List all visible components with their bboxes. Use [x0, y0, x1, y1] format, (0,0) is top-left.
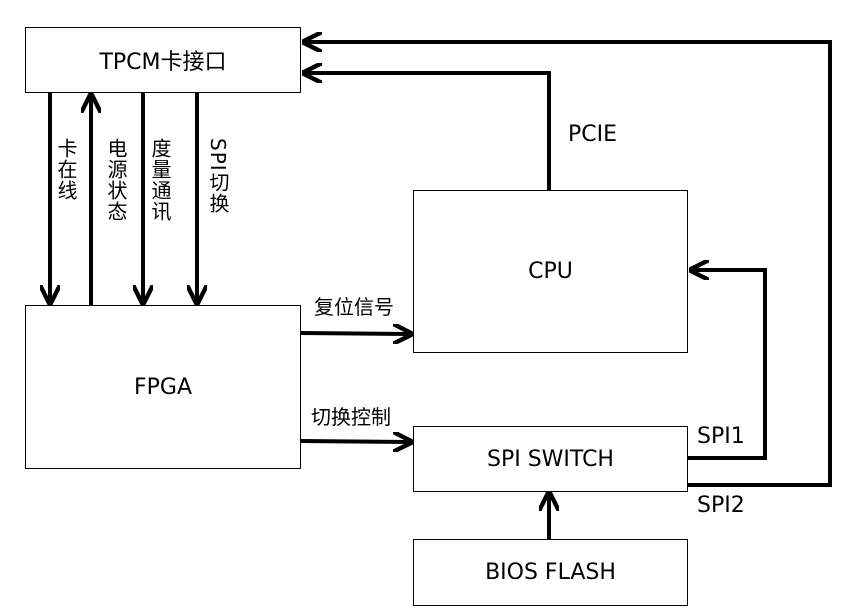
bios-flash-block: BIOS FLASH [413, 539, 688, 606]
tpcm-interface-block: TPCM卡接口 [25, 27, 301, 93]
spi-switching-label: SPI切换 [206, 138, 230, 214]
pcie-label: PCIE [568, 122, 618, 147]
cpu-block: CPU [413, 190, 688, 353]
spi1-arrow [687, 270, 767, 460]
measure-comm-label: 度量通讯 [148, 138, 172, 222]
switch-control-label: 切换控制 [311, 405, 391, 429]
reset-signal-label: 复位信号 [314, 295, 394, 319]
card-online-label: 卡在线 [54, 138, 78, 201]
reset-signal-arrow [300, 333, 410, 334]
spi-switch-block: SPI SWITCH [413, 426, 688, 492]
spi-switch-label: SPI SWITCH [487, 446, 614, 472]
power-status-label: 电源状态 [104, 138, 128, 222]
spi1-label: SPI1 [697, 424, 745, 449]
fpga-block: FPGA [25, 305, 301, 469]
pcie-arrow [305, 73, 551, 190]
bios-flash-label: BIOS FLASH [485, 560, 616, 585]
cpu-label: CPU [528, 259, 573, 284]
spi2-arrow [305, 42, 832, 487]
switch-control-arrow [300, 441, 410, 442]
tpcm-interface-label: TPCM卡接口 [99, 50, 227, 75]
fpga-label: FPGA [133, 374, 193, 400]
spi2-label: SPI2 [697, 493, 745, 518]
